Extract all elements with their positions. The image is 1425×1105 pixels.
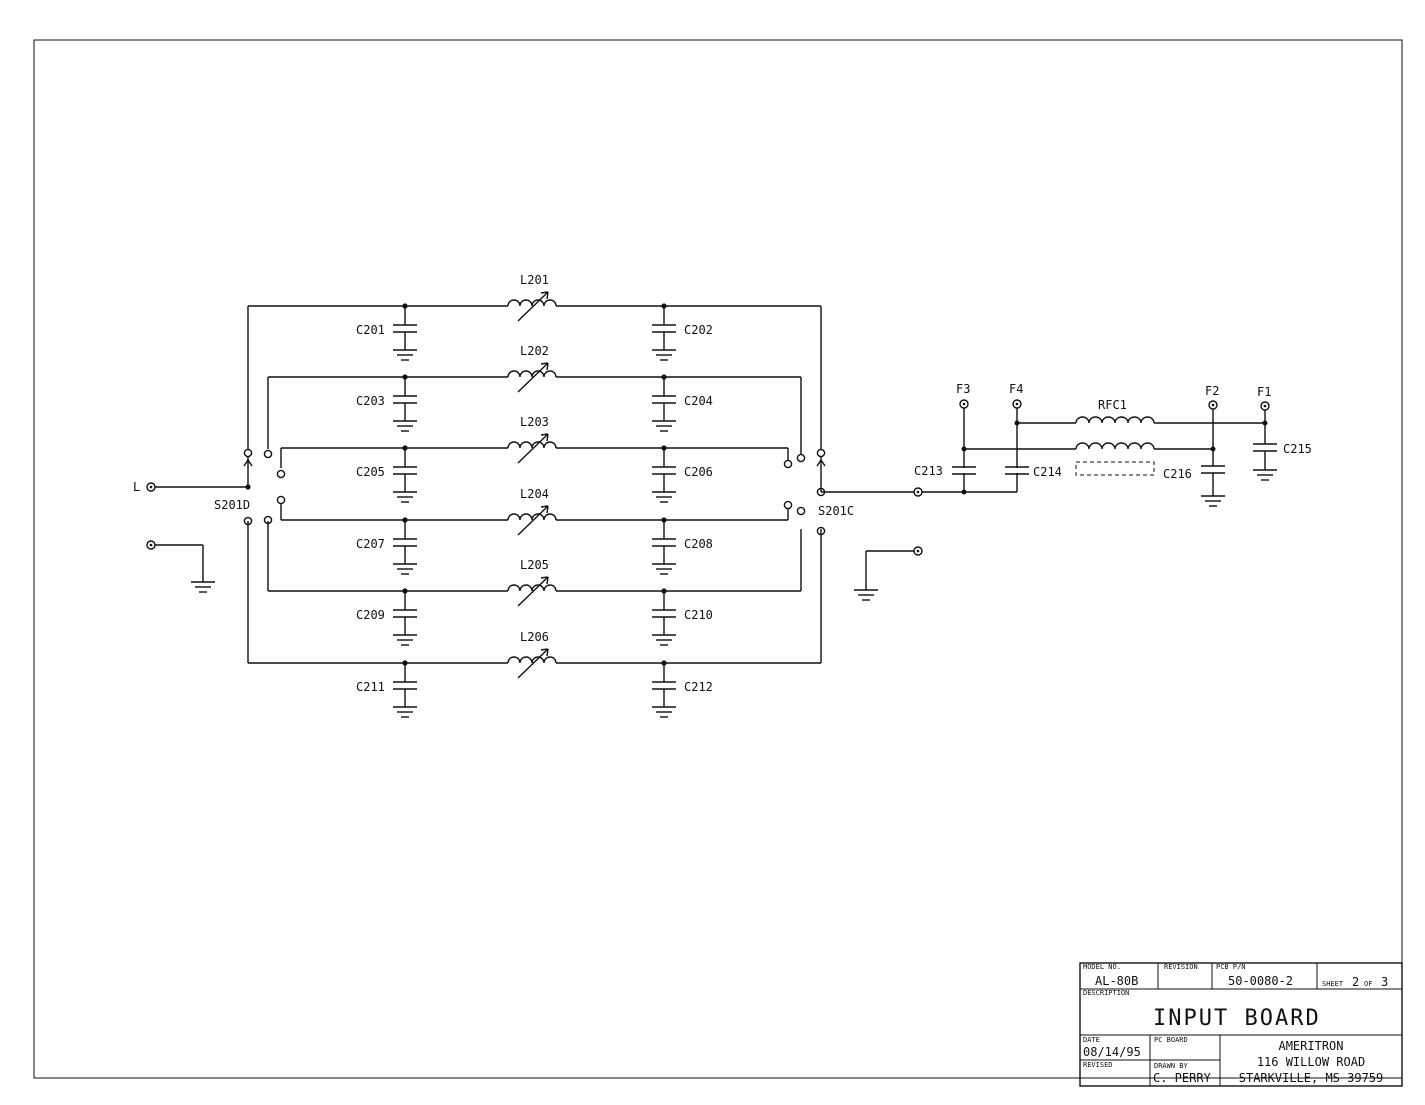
terminal-f2-label: F2	[1205, 384, 1219, 398]
cap-right-label: C206	[684, 465, 713, 479]
capacitor-right	[652, 377, 676, 432]
terminal-f1-label: F1	[1257, 385, 1271, 399]
cap-left-label: C201	[356, 323, 385, 337]
company-name: AMERITRON	[1278, 1039, 1343, 1053]
cap-right-label: C202	[684, 323, 713, 337]
inductor-label: L205	[520, 558, 549, 572]
model-label: MODEL NO.	[1083, 963, 1121, 971]
switch-contact	[816, 526, 826, 536]
inductor-coil	[507, 513, 557, 521]
capacitor-left	[393, 306, 417, 361]
pcb-label: PCB P/N	[1216, 963, 1246, 971]
switch-contact	[276, 469, 286, 479]
switch-contact	[263, 515, 273, 525]
rfc1-label: RFC1	[1098, 398, 1127, 412]
cap-left-label: C209	[356, 608, 385, 622]
inductor-label: L204	[520, 487, 549, 501]
sheet-number: 2	[1352, 975, 1359, 989]
switch-contact	[783, 459, 793, 469]
switch-contact	[243, 516, 253, 526]
switch-left-label: S201D	[214, 498, 250, 512]
cap-right-label: C204	[684, 394, 713, 408]
cap-right-label: C208	[684, 537, 713, 551]
capacitor-right	[652, 448, 676, 503]
cap-c214-label: C214	[1033, 465, 1062, 479]
company-address-1: 116 WILLOW ROAD	[1257, 1055, 1365, 1069]
model-value: AL-80B	[1095, 974, 1138, 988]
inductor-label: L201	[520, 273, 549, 287]
capacitor-left	[393, 448, 417, 503]
output-line	[821, 487, 1017, 497]
variable-arrow	[517, 291, 549, 322]
capacitor-right	[652, 520, 676, 575]
output-filter: F3 C213 F4 C214 RFC1 F2	[914, 382, 1312, 507]
revision-label: REVISION	[1164, 963, 1198, 971]
cap-c216-label: C216	[1163, 467, 1192, 481]
drawing-border	[33, 39, 1403, 1079]
capacitor-left	[393, 377, 417, 432]
inductor-coil	[507, 584, 557, 592]
cap-left-label: C207	[356, 537, 385, 551]
variable-arrow	[517, 648, 549, 679]
drawn-by-label: DRAWN BY	[1154, 1062, 1189, 1070]
inductor-coil	[507, 441, 557, 449]
capacitor-left	[393, 520, 417, 575]
terminal-f4-label: F4	[1009, 382, 1023, 396]
cap-right-label: C210	[684, 608, 713, 622]
capacitor-right	[652, 591, 676, 646]
date-label: DATE	[1083, 1036, 1100, 1044]
pcb-value: 50-0080-2	[1228, 974, 1293, 988]
capacitor-left	[393, 591, 417, 646]
cap-left-label: C205	[356, 465, 385, 479]
date-value: 08/14/95	[1083, 1045, 1141, 1059]
capacitor-left	[393, 663, 417, 718]
variable-arrow	[517, 362, 549, 393]
wiper-arrow	[816, 458, 826, 467]
inductor-label: L202	[520, 344, 549, 358]
switch-contact	[276, 495, 286, 505]
wiper-arrow	[243, 458, 253, 467]
cap-c213-label: C213	[914, 464, 943, 478]
variable-arrow	[517, 433, 549, 464]
variable-arrow	[517, 505, 549, 536]
switch-contact	[783, 500, 793, 510]
switch-contact	[816, 448, 826, 458]
capacitor-right	[652, 663, 676, 718]
cap-right-label: C212	[684, 680, 713, 694]
switch-contact	[263, 449, 273, 459]
description-label: DESCRIPTION	[1083, 989, 1129, 997]
ground-connector-left	[146, 540, 215, 593]
sheet-label: SHEET	[1322, 980, 1344, 988]
cap-left-label: C211	[356, 680, 385, 694]
revised-label: REVISED	[1083, 1061, 1113, 1069]
switch-contact	[243, 448, 253, 458]
inductor-coil	[507, 656, 557, 664]
pc-board-label: PC BOARD	[1154, 1036, 1188, 1044]
company-address-2: STARKVILLE, MS 39759	[1239, 1071, 1384, 1085]
terminal-f3-label: F3	[956, 382, 970, 396]
ground-connector-right	[854, 546, 923, 601]
switch-right-label: S201C	[818, 504, 854, 518]
inductor-label: L206	[520, 630, 549, 644]
input-label: L	[133, 480, 140, 494]
input-connector: L	[133, 480, 248, 494]
capacitor-right	[652, 306, 676, 361]
description-value: INPUT BOARD	[1153, 1006, 1321, 1031]
inductor-coil	[507, 299, 557, 307]
sheet-of-label: OF	[1364, 980, 1372, 988]
variable-arrow	[517, 576, 549, 607]
inductor-coil	[507, 370, 557, 378]
inductor-label: L203	[520, 415, 549, 429]
title-block: MODEL NO. AL-80B REVISION PCB P/N 50-008…	[1079, 962, 1403, 1087]
cap-left-label: C203	[356, 394, 385, 408]
switch-contact	[796, 453, 806, 463]
switch-contact	[796, 506, 806, 516]
cap-c215-label: C215	[1283, 442, 1312, 456]
sheet-total: 3	[1381, 975, 1388, 989]
drawn-by-value: C. PERRY	[1153, 1071, 1212, 1085]
